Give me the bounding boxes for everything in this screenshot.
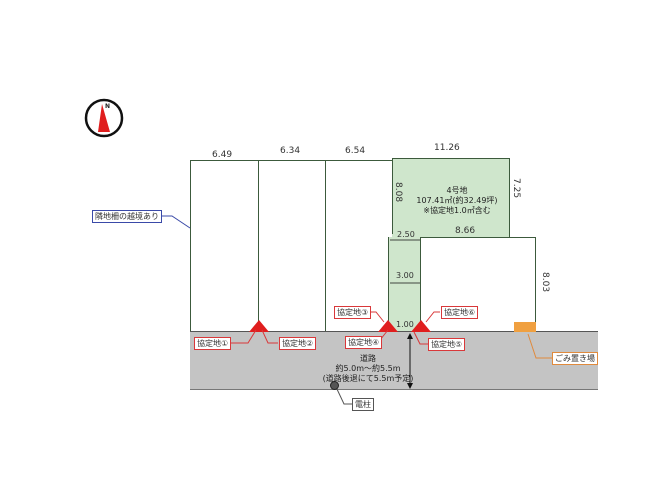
agreement-triangle-3-4: [378, 320, 398, 332]
lot-4-depth-right: 7.25: [511, 178, 521, 199]
agreement-5-tag: 協定地⑤: [428, 338, 466, 351]
road-label: 道路 約5.0m～約5.5m (道路後退にて5.5m予定): [318, 354, 418, 384]
lot1-frontage: 6.49: [212, 150, 233, 160]
neighbor-fence-note: 隣地柵の越境あり: [92, 210, 162, 223]
lot-4-gate-width: 1.00: [396, 320, 414, 329]
lot2-frontage: 6.34: [280, 146, 301, 156]
lot-4-name: 4号地: [446, 186, 468, 195]
north-compass: N: [84, 98, 124, 138]
lot-4-notch-width: 2.50: [397, 230, 415, 239]
lot-5-depth: 8.03: [540, 272, 550, 293]
garbage-area: [514, 322, 536, 332]
agreement-6-tag: 協定地⑥: [441, 306, 479, 319]
lot-4-notch-fill: [392, 234, 420, 240]
agreement-triangle-5-6: [411, 320, 431, 332]
road-note: (道路後退にて5.5m予定): [322, 374, 414, 383]
garbage-area-tag: ごみ置き場: [552, 352, 598, 365]
utility-pole-icon: [330, 381, 339, 390]
lot-4-note: ※協定地1.0㎡含む: [423, 206, 491, 215]
lot-4-label: 4号地 107.41㎡(約32.49坪) ※協定地1.0㎡含む: [412, 186, 502, 216]
agreement-triangle-1-2: [249, 320, 269, 332]
lot3-frontage: 6.54: [345, 146, 366, 156]
lot-4-area: 107.41㎡(約32.49坪): [416, 196, 498, 205]
lot-4-depth-left: 8.08: [393, 182, 403, 203]
lot-1: [190, 160, 259, 332]
compass-label: N: [105, 103, 111, 110]
lot-4-passage-width: 3.00: [396, 271, 414, 280]
road-width: 約5.0m～約5.5m: [335, 364, 401, 373]
agreement-3-tag: 協定地③: [334, 306, 372, 319]
road-title: 道路: [360, 354, 376, 363]
agreement-4-tag: 協定地④: [345, 336, 383, 349]
north-arrow-icon: [84, 98, 124, 138]
agreement-2-tag: 協定地②: [279, 337, 317, 350]
lot-4-rear-width: 8.66: [455, 226, 476, 236]
lot4-frontage: 11.26: [434, 143, 460, 153]
agreement-1-tag: 協定地①: [194, 337, 232, 350]
utility-pole-tag: 電柱: [352, 398, 374, 411]
